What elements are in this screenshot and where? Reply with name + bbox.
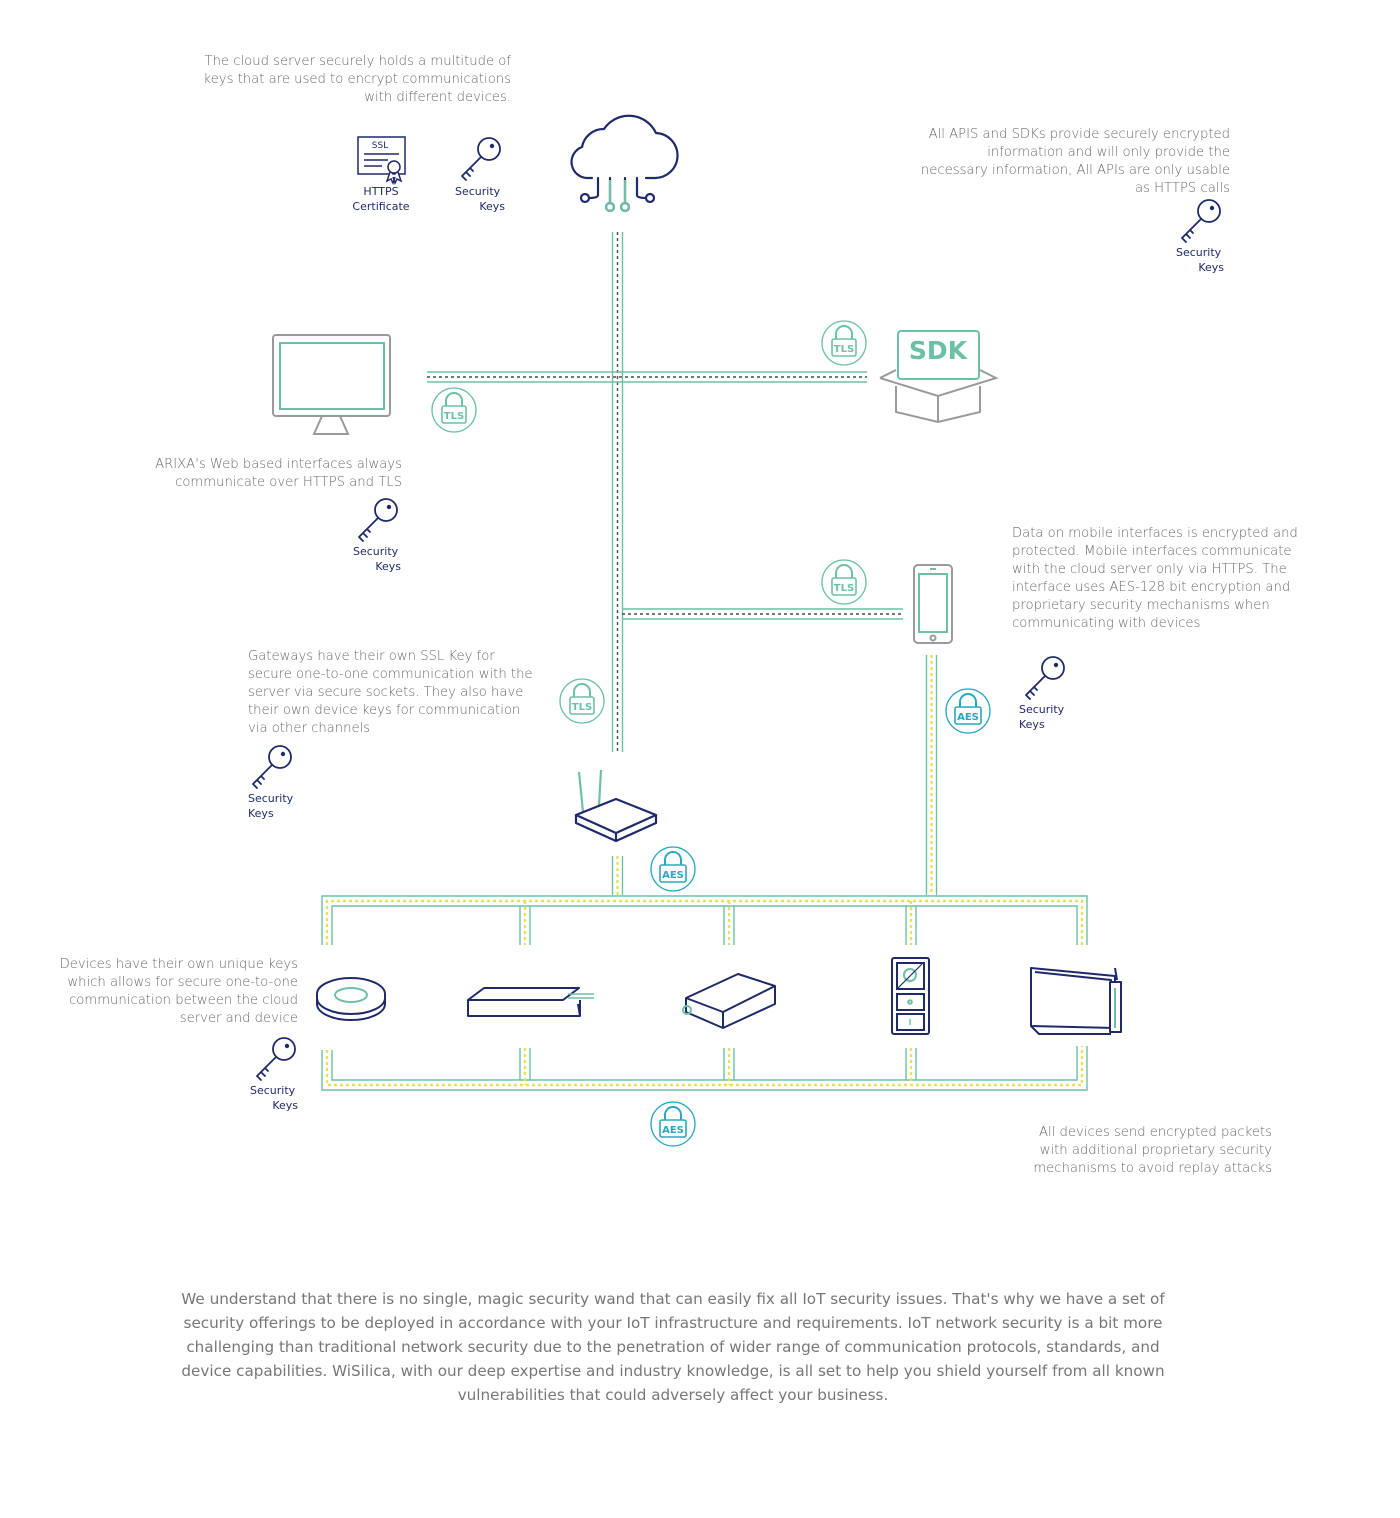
sdk-box-icon: [879, 330, 999, 424]
security-keys-label: Security Keys: [1176, 246, 1224, 274]
security-keys-label: Security Keys: [250, 1084, 298, 1112]
gateway-aes-line: [611, 856, 624, 895]
key-icon: [359, 499, 397, 541]
ssl-certificate-icon: [357, 136, 406, 185]
security-keys-label: Security Keys: [455, 185, 505, 213]
router-icon: [574, 769, 658, 843]
key-icon: [253, 746, 291, 788]
plug-module-icon: [682, 973, 776, 1029]
https-certificate-label: HTTPS Certificate: [352, 185, 410, 213]
aes-badge-label: AES: [957, 712, 979, 723]
key-icon: [1026, 657, 1064, 699]
apis-annotation: All APIS and SDKs provide securely encry…: [920, 127, 1230, 196]
web-sdk-branch-line: [427, 371, 867, 383]
led-driver-icon: [467, 987, 594, 1017]
panel-fixture-icon: [1030, 967, 1122, 1035]
key-icon: [462, 138, 500, 180]
top-device-bus: [321, 895, 1088, 945]
tls-badge-label: TLS: [834, 344, 854, 355]
key-icon: [257, 1038, 295, 1080]
devices-annotation: Devices have their own unique keys which…: [59, 957, 298, 1026]
connection-lines: [321, 232, 1088, 1091]
bottom-device-bus: [321, 1046, 1088, 1091]
security-keys-label: Security Keys: [353, 545, 401, 573]
aes-badge-label: AES: [662, 1125, 684, 1136]
key-icon: [1182, 200, 1220, 242]
footer-paragraph: We understand that there is no single, m…: [181, 1290, 1165, 1404]
cloud-annotation: The cloud server securely holds a multit…: [203, 54, 511, 105]
backbone-line: [611, 232, 624, 752]
tls-badge-label: TLS: [834, 583, 854, 594]
tls-badge-label: TLS: [572, 702, 592, 713]
smartphone-icon: [913, 564, 953, 644]
packets-annotation: All devices send encrypted packets with …: [1033, 1125, 1272, 1176]
gateway-annotation: Gateways have their own SSL Key for secu…: [248, 649, 533, 736]
security-keys-label: Security Keys: [248, 792, 294, 820]
ssl-label: SSL: [372, 141, 388, 151]
wall-switch-icon: [891, 957, 930, 1035]
web-annotation: ARIXA's Web based interfaces always comm…: [155, 457, 402, 490]
smoke-sensor-icon: [316, 977, 386, 1021]
aes-badge-label: AES: [662, 870, 684, 881]
security-keys-label: Security Keys: [1019, 703, 1065, 731]
mobile-aes-line: [925, 655, 938, 895]
mobile-branch-line: [622, 608, 903, 620]
sdk-label: SDK: [909, 336, 969, 365]
mobile-annotation: Data on mobile interfaces is encrypted a…: [1012, 526, 1298, 631]
tls-badge-label: TLS: [444, 411, 464, 422]
monitor-icon: [272, 334, 391, 435]
